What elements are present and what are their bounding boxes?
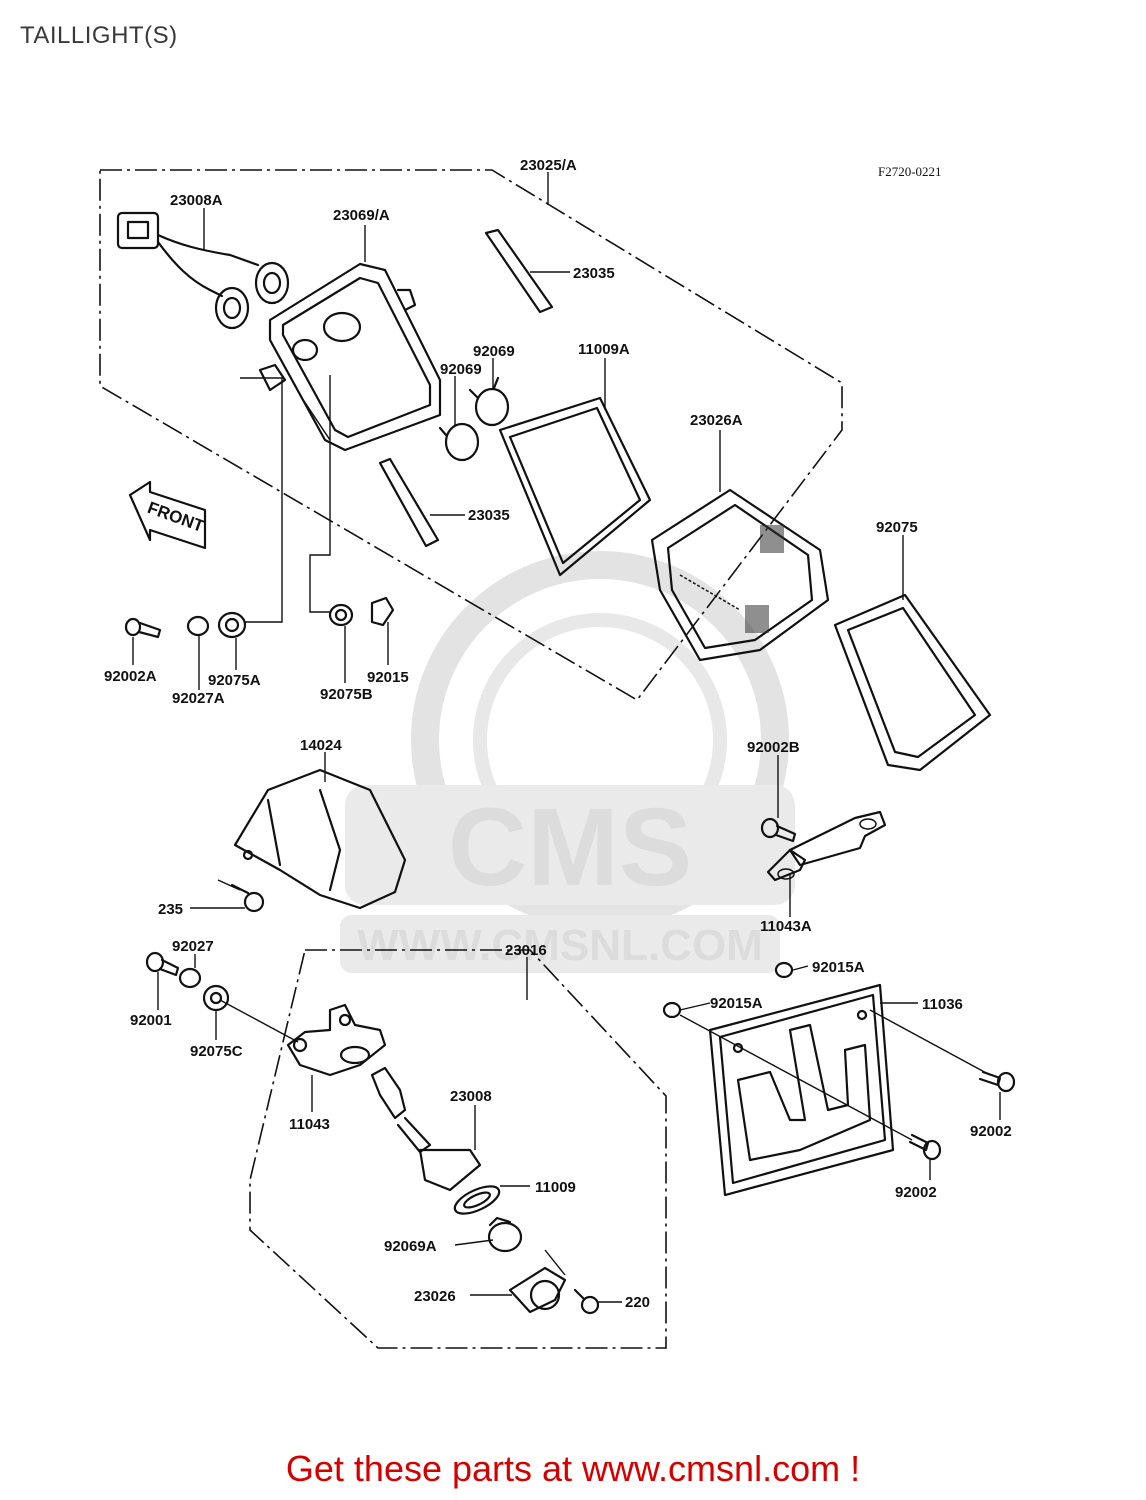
label-23008[interactable]: 23008 — [450, 1088, 492, 1105]
leader-lines — [132, 172, 1001, 1303]
part-bolt-92001[interactable] — [145, 951, 180, 977]
label-23035-mid[interactable]: 23035 — [468, 507, 510, 524]
part-bracket-11043[interactable] — [286, 1003, 387, 1077]
label-11043A[interactable]: 11043A — [760, 918, 812, 935]
label-92015[interactable]: 92015 — [367, 669, 409, 686]
part-strip-23035-top[interactable] — [484, 228, 554, 314]
label-92015A-lower[interactable]: 92015A — [710, 995, 763, 1012]
label-92027A[interactable]: 92027A — [172, 690, 225, 707]
assembly-outline-23025A — [99, 169, 843, 702]
part-labels: 23025/A 23008A 23069/A 23035 92069 92069… — [104, 157, 1012, 1311]
label-92002-right[interactable]: 92002 — [970, 1123, 1012, 1140]
part-plate-bracket-11036[interactable] — [708, 983, 895, 1197]
part-harness-23008A[interactable] — [116, 211, 290, 330]
part-lens-23026A[interactable] — [650, 488, 830, 662]
label-23026[interactable]: 23026 — [414, 1288, 456, 1305]
label-92075B[interactable]: 92075B — [320, 686, 373, 703]
part-gasket-11009A[interactable] — [498, 396, 652, 577]
part-housing-23069A[interactable] — [258, 262, 442, 452]
part-gasket-92075[interactable] — [833, 593, 992, 772]
part-screw-235[interactable] — [230, 883, 265, 913]
label-23016[interactable]: 23016 — [505, 942, 547, 959]
part-collar-92027[interactable] — [178, 967, 202, 989]
part-lens-23026[interactable] — [508, 1266, 567, 1314]
part-grommet-92075B[interactable] — [328, 603, 354, 627]
label-92002-lower[interactable]: 92002 — [895, 1184, 937, 1201]
assembly-outline-23016 — [249, 949, 667, 1349]
part-gasket-11009[interactable] — [451, 1181, 503, 1219]
part-bolt-92002-lower[interactable] — [908, 1133, 942, 1161]
part-bulb-92069-upper[interactable] — [468, 376, 510, 427]
part-cover-14024[interactable] — [233, 768, 407, 910]
front-arrow: FRONT — [128, 480, 207, 550]
watermark-url: WWW.CMSNL.COM — [357, 921, 763, 970]
label-92075C[interactable]: 92075C — [190, 1043, 243, 1060]
label-23025A[interactable]: 23025/A — [520, 157, 577, 174]
label-92001[interactable]: 92001 — [130, 1012, 172, 1029]
part-bulb-92069A[interactable] — [487, 1216, 523, 1253]
label-23008A[interactable]: 23008A — [170, 192, 223, 209]
watermark: CMS WWW.CMSNL.COM — [340, 551, 795, 973]
label-92002A[interactable]: 92002A — [104, 668, 157, 685]
page-title: TAILLIGHT(S) — [20, 22, 178, 49]
label-220[interactable]: 220 — [625, 1294, 650, 1311]
part-socket-23008[interactable] — [370, 1066, 482, 1192]
watermark-brand: CMS — [448, 786, 692, 909]
label-92002B[interactable]: 92002B — [747, 739, 800, 756]
label-23035-top[interactable]: 23035 — [573, 265, 615, 282]
part-bolt-92002-right[interactable] — [978, 1070, 1016, 1093]
label-23026A[interactable]: 23026A — [690, 412, 743, 429]
part-strip-23035-mid[interactable] — [378, 457, 440, 548]
label-14024[interactable]: 14024 — [300, 737, 342, 754]
part-bolt-92002A[interactable] — [124, 617, 162, 639]
part-grommet-92075A[interactable] — [217, 611, 247, 639]
label-92015A-upper[interactable]: 92015A — [812, 959, 865, 976]
label-92069A[interactable]: 92069A — [384, 1238, 437, 1255]
part-screw-220[interactable] — [573, 1288, 600, 1315]
part-bulb-92069-lower[interactable] — [438, 422, 480, 462]
footer-shop-link[interactable]: Get these parts at www.cmsnl.com ! — [285, 1448, 861, 1489]
part-collar-92027A[interactable] — [186, 615, 210, 637]
label-92069-lower[interactable]: 92069 — [440, 361, 482, 378]
label-92027[interactable]: 92027 — [172, 938, 214, 955]
label-23069A[interactable]: 23069/A — [333, 207, 390, 224]
label-11036[interactable]: 11036 — [922, 996, 963, 1013]
part-nut-92015[interactable] — [370, 596, 395, 627]
label-235[interactable]: 235 — [158, 901, 183, 918]
label-92075A[interactable]: 92075A — [208, 672, 261, 689]
part-bracket-11043A[interactable] — [766, 810, 887, 882]
part-bolt-92002B[interactable] — [760, 817, 797, 843]
figure-code: F2720-0221 — [878, 164, 942, 179]
label-92069-upper[interactable]: 92069 — [473, 343, 515, 360]
label-11043[interactable]: 11043 — [289, 1116, 330, 1133]
part-nut-92015A-lower[interactable] — [662, 1001, 682, 1019]
label-92075[interactable]: 92075 — [876, 519, 918, 536]
part-nut-92015A-upper[interactable] — [774, 961, 794, 979]
label-11009[interactable]: 11009 — [535, 1179, 576, 1196]
label-11009A[interactable]: 11009A — [578, 341, 630, 358]
part-grommet-92075C[interactable] — [202, 984, 230, 1012]
